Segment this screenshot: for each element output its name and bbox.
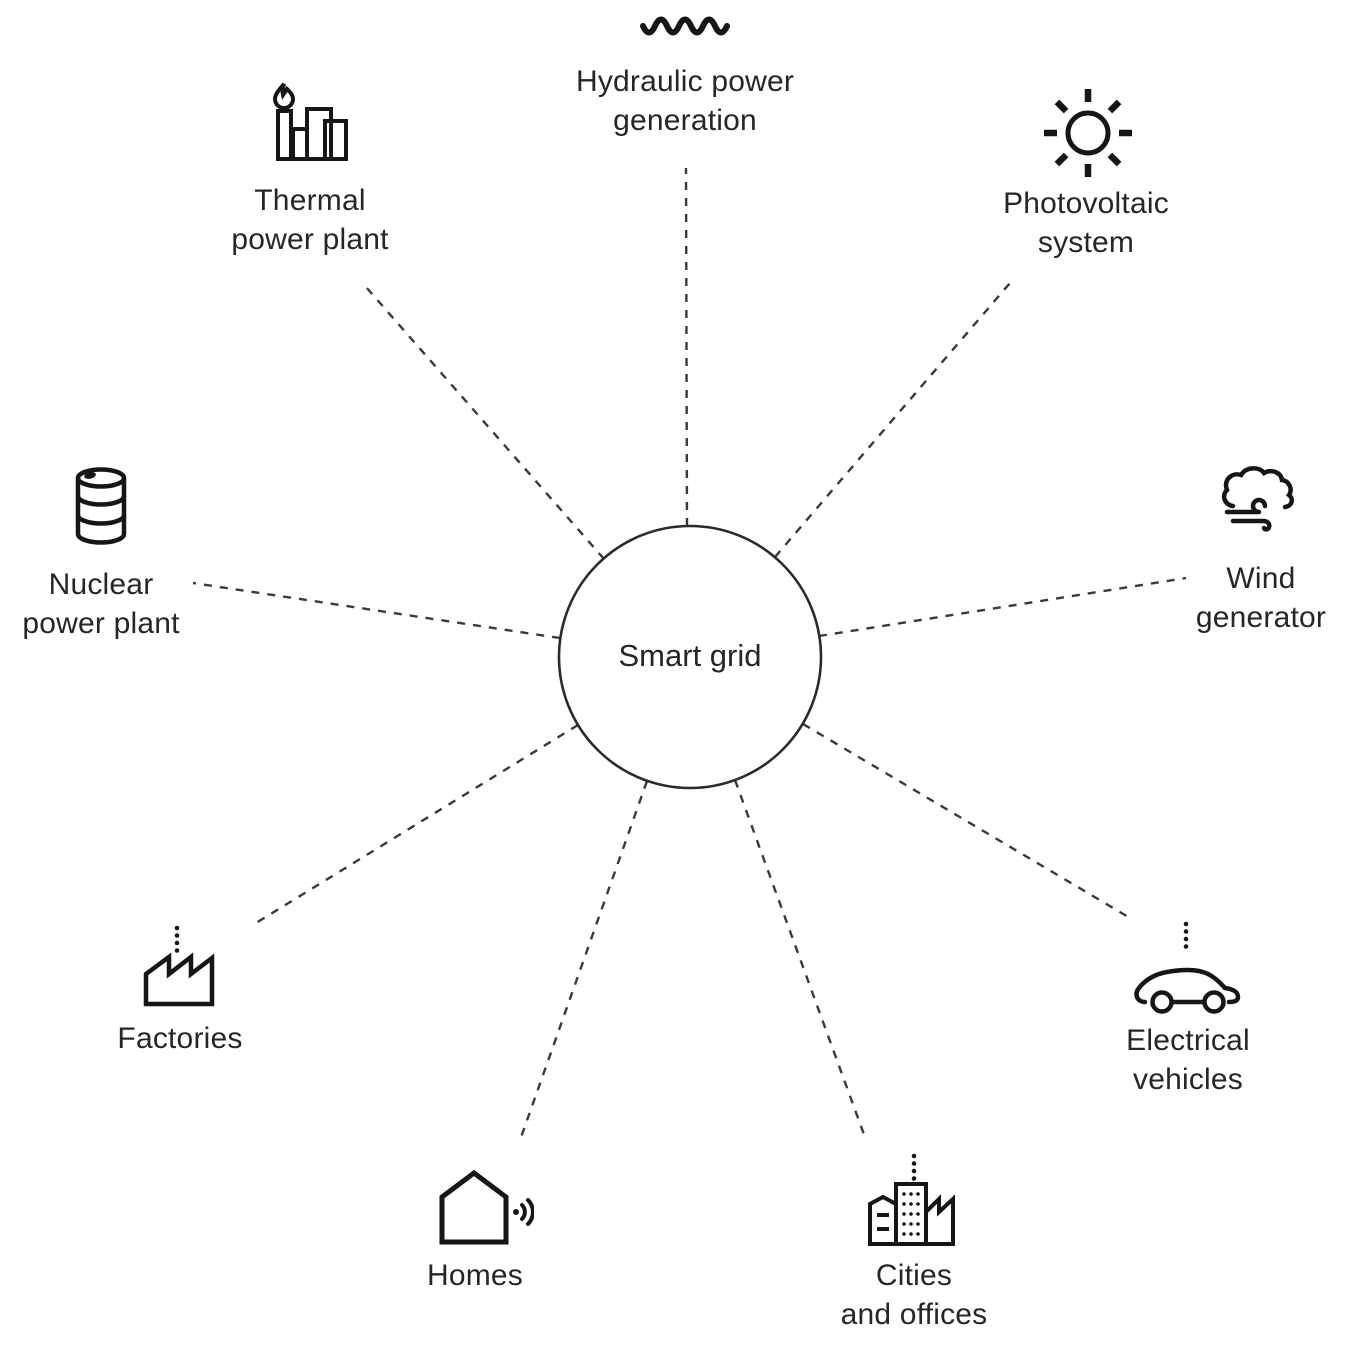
node-label-photovoltaic: Photovoltaic system [1003, 187, 1169, 259]
node-label-homes: Homes [426, 1259, 524, 1292]
wave-icon [640, 16, 730, 36]
connector-nuclear [192, 581, 561, 640]
chimney-flame-icon [272, 82, 348, 161]
node-label-wind: Wind generator [1195, 562, 1327, 634]
car-icon [1134, 921, 1241, 1014]
sun-icon [1044, 89, 1132, 177]
node-label-ev: Electrical vehicles [1126, 1024, 1250, 1096]
connector-photovoltaic [774, 282, 1011, 558]
connector-wind [818, 576, 1187, 638]
connector-homes [517, 780, 649, 1144]
connector-cities [733, 779, 868, 1141]
node-label-hydraulic: Hydraulic power generation [575, 65, 795, 137]
wind-cloud-icon [1221, 466, 1295, 532]
connector-factories [255, 723, 579, 925]
hub-circle [557, 524, 823, 790]
node-label-cities: Cities and offices [840, 1259, 988, 1331]
connector-hydraulic [684, 167, 689, 527]
barrel-icon [75, 467, 127, 545]
buildings-icon [868, 1153, 955, 1246]
factory-icon [143, 925, 215, 1007]
house-wifi-icon [439, 1170, 534, 1245]
node-label-nuclear: Nuclear power plant [22, 568, 180, 640]
connector-thermal [365, 286, 605, 560]
hub-label: Smart grid [618, 638, 762, 673]
node-label-factories: Factories [117, 1022, 243, 1055]
node-label-thermal: Thermal power plant [231, 184, 389, 256]
connector-ev [802, 722, 1131, 920]
